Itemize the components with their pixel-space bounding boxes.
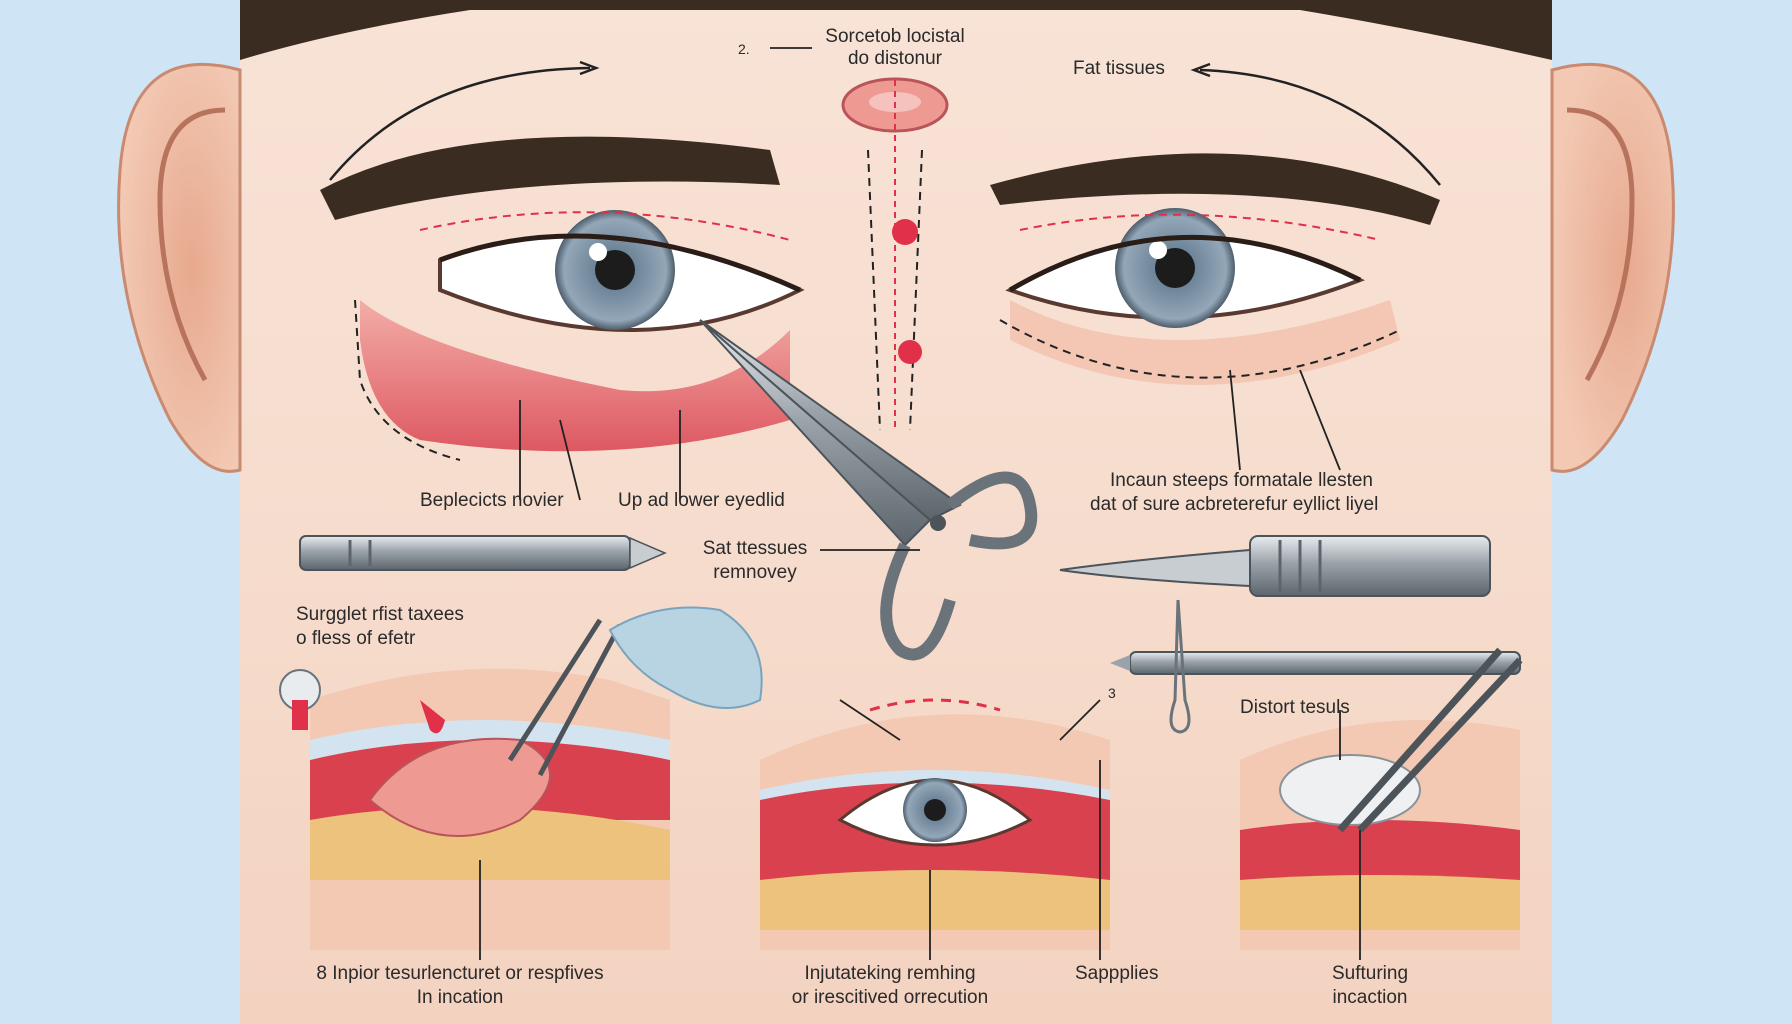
label-top-step-number: 2. — [738, 41, 750, 57]
label-sappplies: Sappplies — [1075, 963, 1159, 984]
scalpel-left — [299, 535, 667, 571]
top-left-arrow — [329, 60, 600, 181]
label-left-panel-1: Surgglet rfist taxees — [296, 604, 464, 625]
label-bottom-center-2: or irescitived orrecution — [791, 987, 989, 1008]
leader-lines — [479, 47, 1361, 960]
panel-middle-cross-section — [760, 698, 1110, 950]
label-bottom-right-1: Sufturing — [1331, 963, 1409, 984]
label-bottom-center-1: Injutateking remhing — [804, 963, 976, 984]
clamp-icon — [279, 669, 321, 730]
label-right-eye-2: dat of sure acbreterefur eyllict liyel — [1090, 494, 1379, 515]
label-bottom-left-2: In incation — [416, 987, 504, 1008]
right-eyebrow — [990, 153, 1440, 225]
label-right-eye-1: Incaun steeps formatale llesten — [1110, 470, 1373, 491]
right-ear — [1550, 62, 1675, 473]
panel-right-cross-section — [1240, 647, 1523, 950]
label-center-2: remnovey — [713, 562, 797, 583]
left-eyebrow — [320, 136, 780, 220]
label-left-eye-b: Up ad lower eyedlid — [618, 490, 785, 511]
needle-holder — [1110, 599, 1521, 734]
label-left-panel-2: o fless of efetr — [296, 628, 416, 649]
left-ear — [117, 62, 242, 473]
hairline — [240, 0, 1552, 60]
surgical-scissors — [699, 319, 1038, 661]
panel-left-cross-section — [310, 606, 763, 950]
left-eye — [354, 210, 805, 461]
label-bottom-left-1: 8 Inpior tesurlencturet or respfives — [316, 963, 604, 984]
label-bottom-right-2: incaction — [1332, 987, 1408, 1008]
label-top-center-1: Sorcetob locistal — [825, 26, 965, 47]
label-middle-step-number: 3 — [1108, 685, 1116, 701]
right-eye — [999, 208, 1401, 385]
nasal-bridge-detail — [841, 77, 949, 431]
label-center-1: Sat ttessues — [702, 538, 808, 559]
label-left-eye-a: Beplecicts novier — [420, 490, 564, 511]
gloved-hand — [608, 606, 763, 709]
scalpel-right — [1059, 535, 1491, 597]
label-right-panel-top: Distort tesuls — [1240, 697, 1350, 718]
top-right-arrow — [1190, 62, 1441, 186]
label-fat-tissues: Fat tissues — [1073, 58, 1165, 79]
label-top-center-2: do distonur — [847, 48, 942, 69]
